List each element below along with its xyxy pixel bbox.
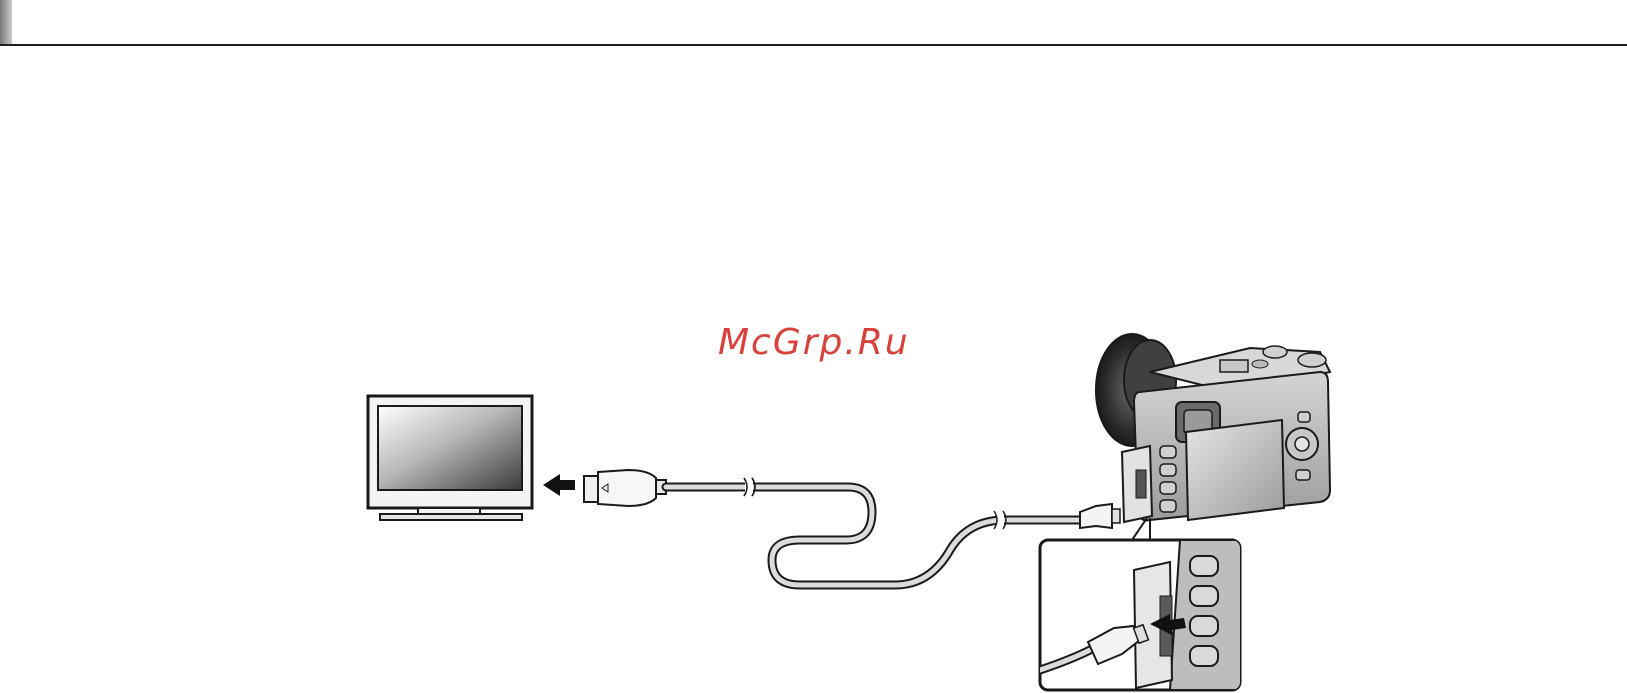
camera-icon <box>1096 334 1330 522</box>
cable-icon <box>666 478 1080 585</box>
arrow-left-icon <box>543 474 575 496</box>
zoom-inset-icon <box>1040 540 1250 690</box>
callout-line <box>1132 518 1147 540</box>
hdmi-plug-icon <box>584 470 666 506</box>
tv-icon <box>368 396 532 520</box>
micro-hdmi-plug-icon <box>1080 504 1120 528</box>
